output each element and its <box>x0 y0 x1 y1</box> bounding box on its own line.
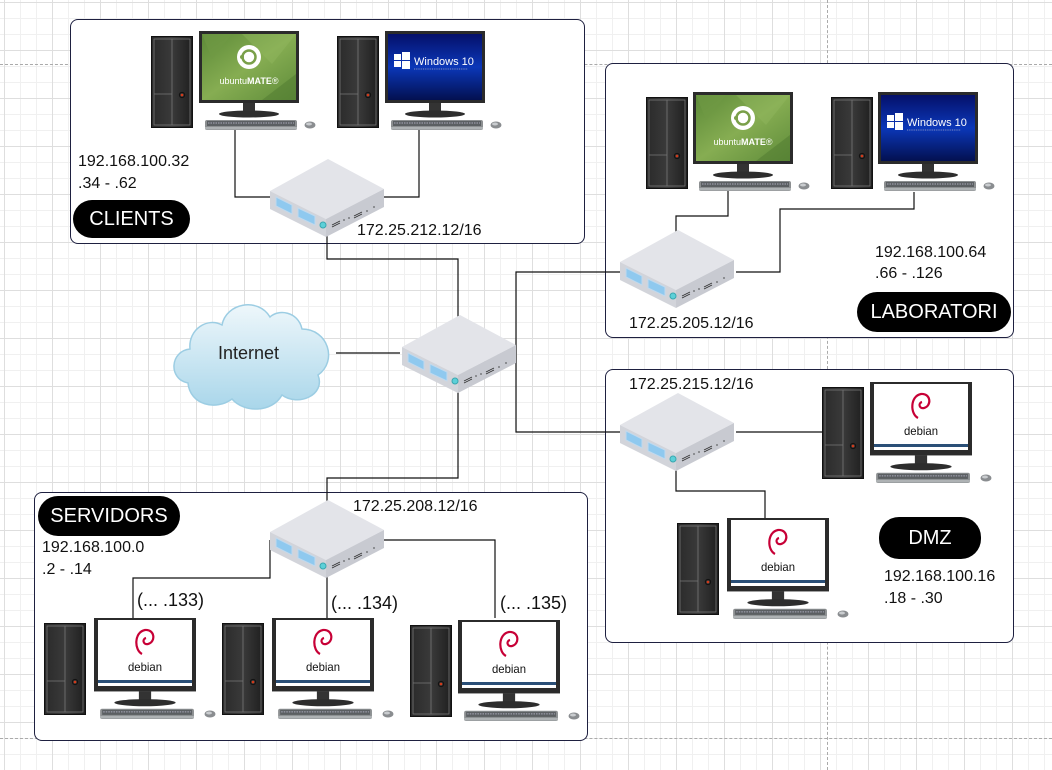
debian-screen-icon <box>462 622 556 688</box>
core-switch[interactable] <box>400 315 518 393</box>
tower-icon <box>831 97 873 189</box>
laboratori-badge: LABORATORI <box>857 292 1011 332</box>
dmz-pc-2[interactable] <box>677 516 852 622</box>
mouse-icon <box>568 712 580 720</box>
link-lab-host2 <box>736 192 915 273</box>
link-lab-host1 <box>675 190 729 236</box>
tower-icon <box>337 36 379 128</box>
clients-range: .34 - .62 <box>78 175 137 192</box>
mouse-icon <box>983 182 995 190</box>
link-core-lab <box>515 271 620 352</box>
link-clients-host1 <box>234 128 272 198</box>
dmz-switch[interactable] <box>618 393 736 471</box>
dmz-network: 192.168.100.16 <box>884 568 996 585</box>
debian-screen-icon <box>98 620 192 686</box>
link-serv-host1 <box>132 540 271 618</box>
mouse-icon <box>304 121 316 129</box>
server-3-address: (... .135) <box>500 593 568 613</box>
tower-icon <box>222 623 264 715</box>
internet-label: Internet <box>218 343 280 363</box>
dmz-range: .18 - .30 <box>884 590 943 607</box>
laboratori-pc-ubuntu[interactable] <box>646 92 816 194</box>
mouse-icon <box>837 610 849 618</box>
mouse-icon <box>204 710 216 718</box>
mouse-icon <box>490 121 502 129</box>
dmz-pc-1[interactable] <box>822 380 997 486</box>
tower-icon <box>646 97 688 189</box>
clients-network: 192.168.100.32 <box>78 153 190 170</box>
clients-badge: CLIENTS <box>73 200 190 238</box>
servidors-switch-ip: 172.25.208.12/16 <box>353 498 478 515</box>
laboratori-switch[interactable] <box>618 230 736 308</box>
link-core-servidors <box>326 390 459 504</box>
tower-icon <box>44 623 86 715</box>
laboratori-network: 192.168.100.64 <box>875 244 987 261</box>
tower-icon <box>677 523 719 615</box>
link-serv-host3 <box>384 539 496 618</box>
laboratori-range: .66 - .126 <box>875 265 943 282</box>
ubuntu-mate-screen-icon <box>696 95 790 161</box>
link-clients-host2 <box>384 130 420 198</box>
debian-screen-icon <box>276 620 370 686</box>
link-dmz-host2 <box>675 468 766 518</box>
mouse-icon <box>798 182 810 190</box>
cloud-icon <box>173 304 330 410</box>
server-2-address: (... .134) <box>331 593 399 613</box>
mouse-icon <box>980 474 992 482</box>
link-core-dmz <box>515 352 620 433</box>
clients-pc-ubuntu[interactable] <box>151 31 321 133</box>
tower-icon <box>822 387 864 479</box>
windows-10-screen-icon <box>388 34 482 100</box>
server-1-address: (... .133) <box>137 590 205 610</box>
debian-screen-icon <box>874 384 968 450</box>
server-pc-1[interactable] <box>44 616 224 722</box>
windows-10-screen-icon <box>881 95 975 161</box>
internet-cloud[interactable]: Internet <box>168 295 336 413</box>
tower-icon <box>410 625 452 717</box>
servidors-badge: SERVIDORS <box>38 496 180 536</box>
tower-icon <box>151 36 193 128</box>
servidors-network: 192.168.100.0 <box>42 539 145 556</box>
server-pc-3[interactable] <box>410 618 590 724</box>
servidors-range: .2 - .14 <box>42 561 92 578</box>
link-clients-core <box>326 236 459 318</box>
debian-screen-icon <box>731 520 825 586</box>
laboratori-pc-windows[interactable] <box>831 92 1001 194</box>
ubuntu-mate-screen-icon <box>202 34 296 100</box>
dmz-badge: DMZ <box>879 517 981 559</box>
dmz-switch-ip: 172.25.215.12/16 <box>629 376 754 393</box>
server-pc-2[interactable] <box>222 616 402 722</box>
laboratori-switch-ip: 172.25.205.12/16 <box>629 315 754 332</box>
mouse-icon <box>382 710 394 718</box>
clients-switch-ip: 172.25.212.12/16 <box>357 222 482 239</box>
clients-pc-windows[interactable] <box>337 31 507 133</box>
